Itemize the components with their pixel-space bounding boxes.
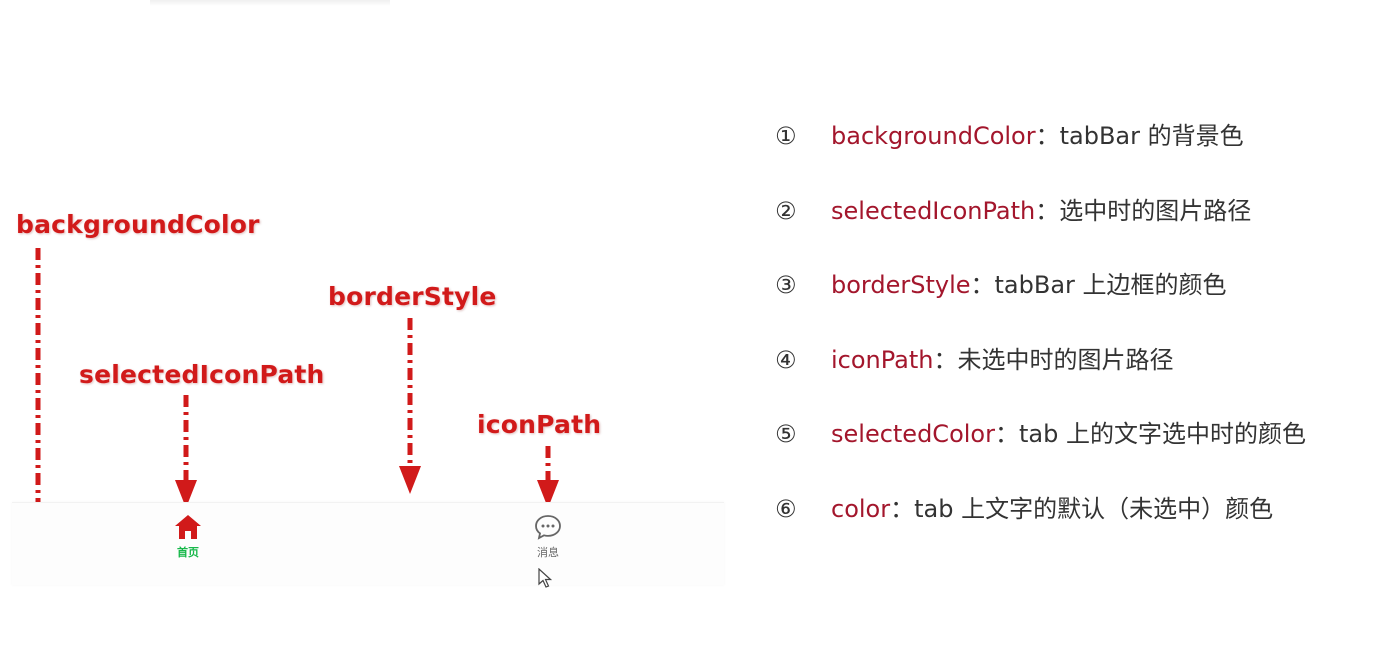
mouse-cursor-icon [538, 568, 552, 588]
legend-number: ⑥ [775, 494, 797, 523]
legend-description: ：tabBar 的背景色 [1035, 122, 1244, 150]
legend-key: selectedIconPath [831, 196, 1036, 225]
legend-number: ④ [775, 345, 797, 374]
property-legend: ① backgroundColor ：tabBar 的背景色 ② selecte… [775, 118, 1306, 566]
tab-home[interactable]: 首页 [158, 513, 218, 559]
legend-key: selectedColor [831, 420, 995, 449]
legend-number: ⑤ [775, 420, 797, 449]
legend-item: ① backgroundColor ：tabBar 的背景色 [775, 118, 1306, 193]
tab-message-label: 消息 [537, 546, 559, 559]
home-icon [175, 515, 201, 539]
legend-item: ⑥ color ：tab 上文字的默认（未选中）颜色 [775, 491, 1306, 566]
legend-description: ：tab 上文字的默认（未选中）颜色 [890, 494, 1274, 523]
legend-key: iconPath [831, 345, 934, 374]
tabbar-mockup: 首页 消息 [12, 502, 724, 585]
top-artifact [150, 0, 390, 6]
arrowhead-selected-icon-path [175, 480, 197, 508]
legend-number: ① [775, 122, 797, 150]
chat-bubble-icon [535, 515, 561, 540]
legend-number: ② [775, 196, 797, 225]
legend-item: ② selectedIconPath ：选中时的图片路径 [775, 193, 1306, 268]
legend-item: ④ iconPath ：未选中时的图片路径 [775, 342, 1306, 417]
legend-description: ：tabBar 上边框的颜色 [970, 271, 1227, 300]
label-selected-icon-path: selectedIconPath [79, 360, 325, 389]
legend-description: ：选中时的图片路径 [1035, 196, 1252, 225]
label-icon-path: iconPath [477, 410, 602, 439]
legend-description: ：tab 上的文字选中时的颜色 [994, 420, 1306, 449]
legend-number: ③ [775, 271, 797, 300]
label-border-style: borderStyle [328, 282, 497, 311]
legend-description: ：未选中时的图片路径 [933, 345, 1174, 374]
legend-key: borderStyle [831, 271, 971, 300]
arrowhead-border-style [399, 466, 421, 494]
tab-message[interactable]: 消息 [518, 513, 578, 559]
arrowhead-icon-path [537, 480, 559, 508]
label-background-color: backgroundColor [16, 210, 260, 239]
legend-item: ⑤ selectedColor ：tab 上的文字选中时的颜色 [775, 416, 1306, 491]
tab-home-label: 首页 [177, 546, 199, 559]
legend-item: ③ borderStyle ：tabBar 上边框的颜色 [775, 267, 1306, 342]
legend-key: color [831, 494, 891, 523]
legend-key: backgroundColor [831, 122, 1036, 150]
